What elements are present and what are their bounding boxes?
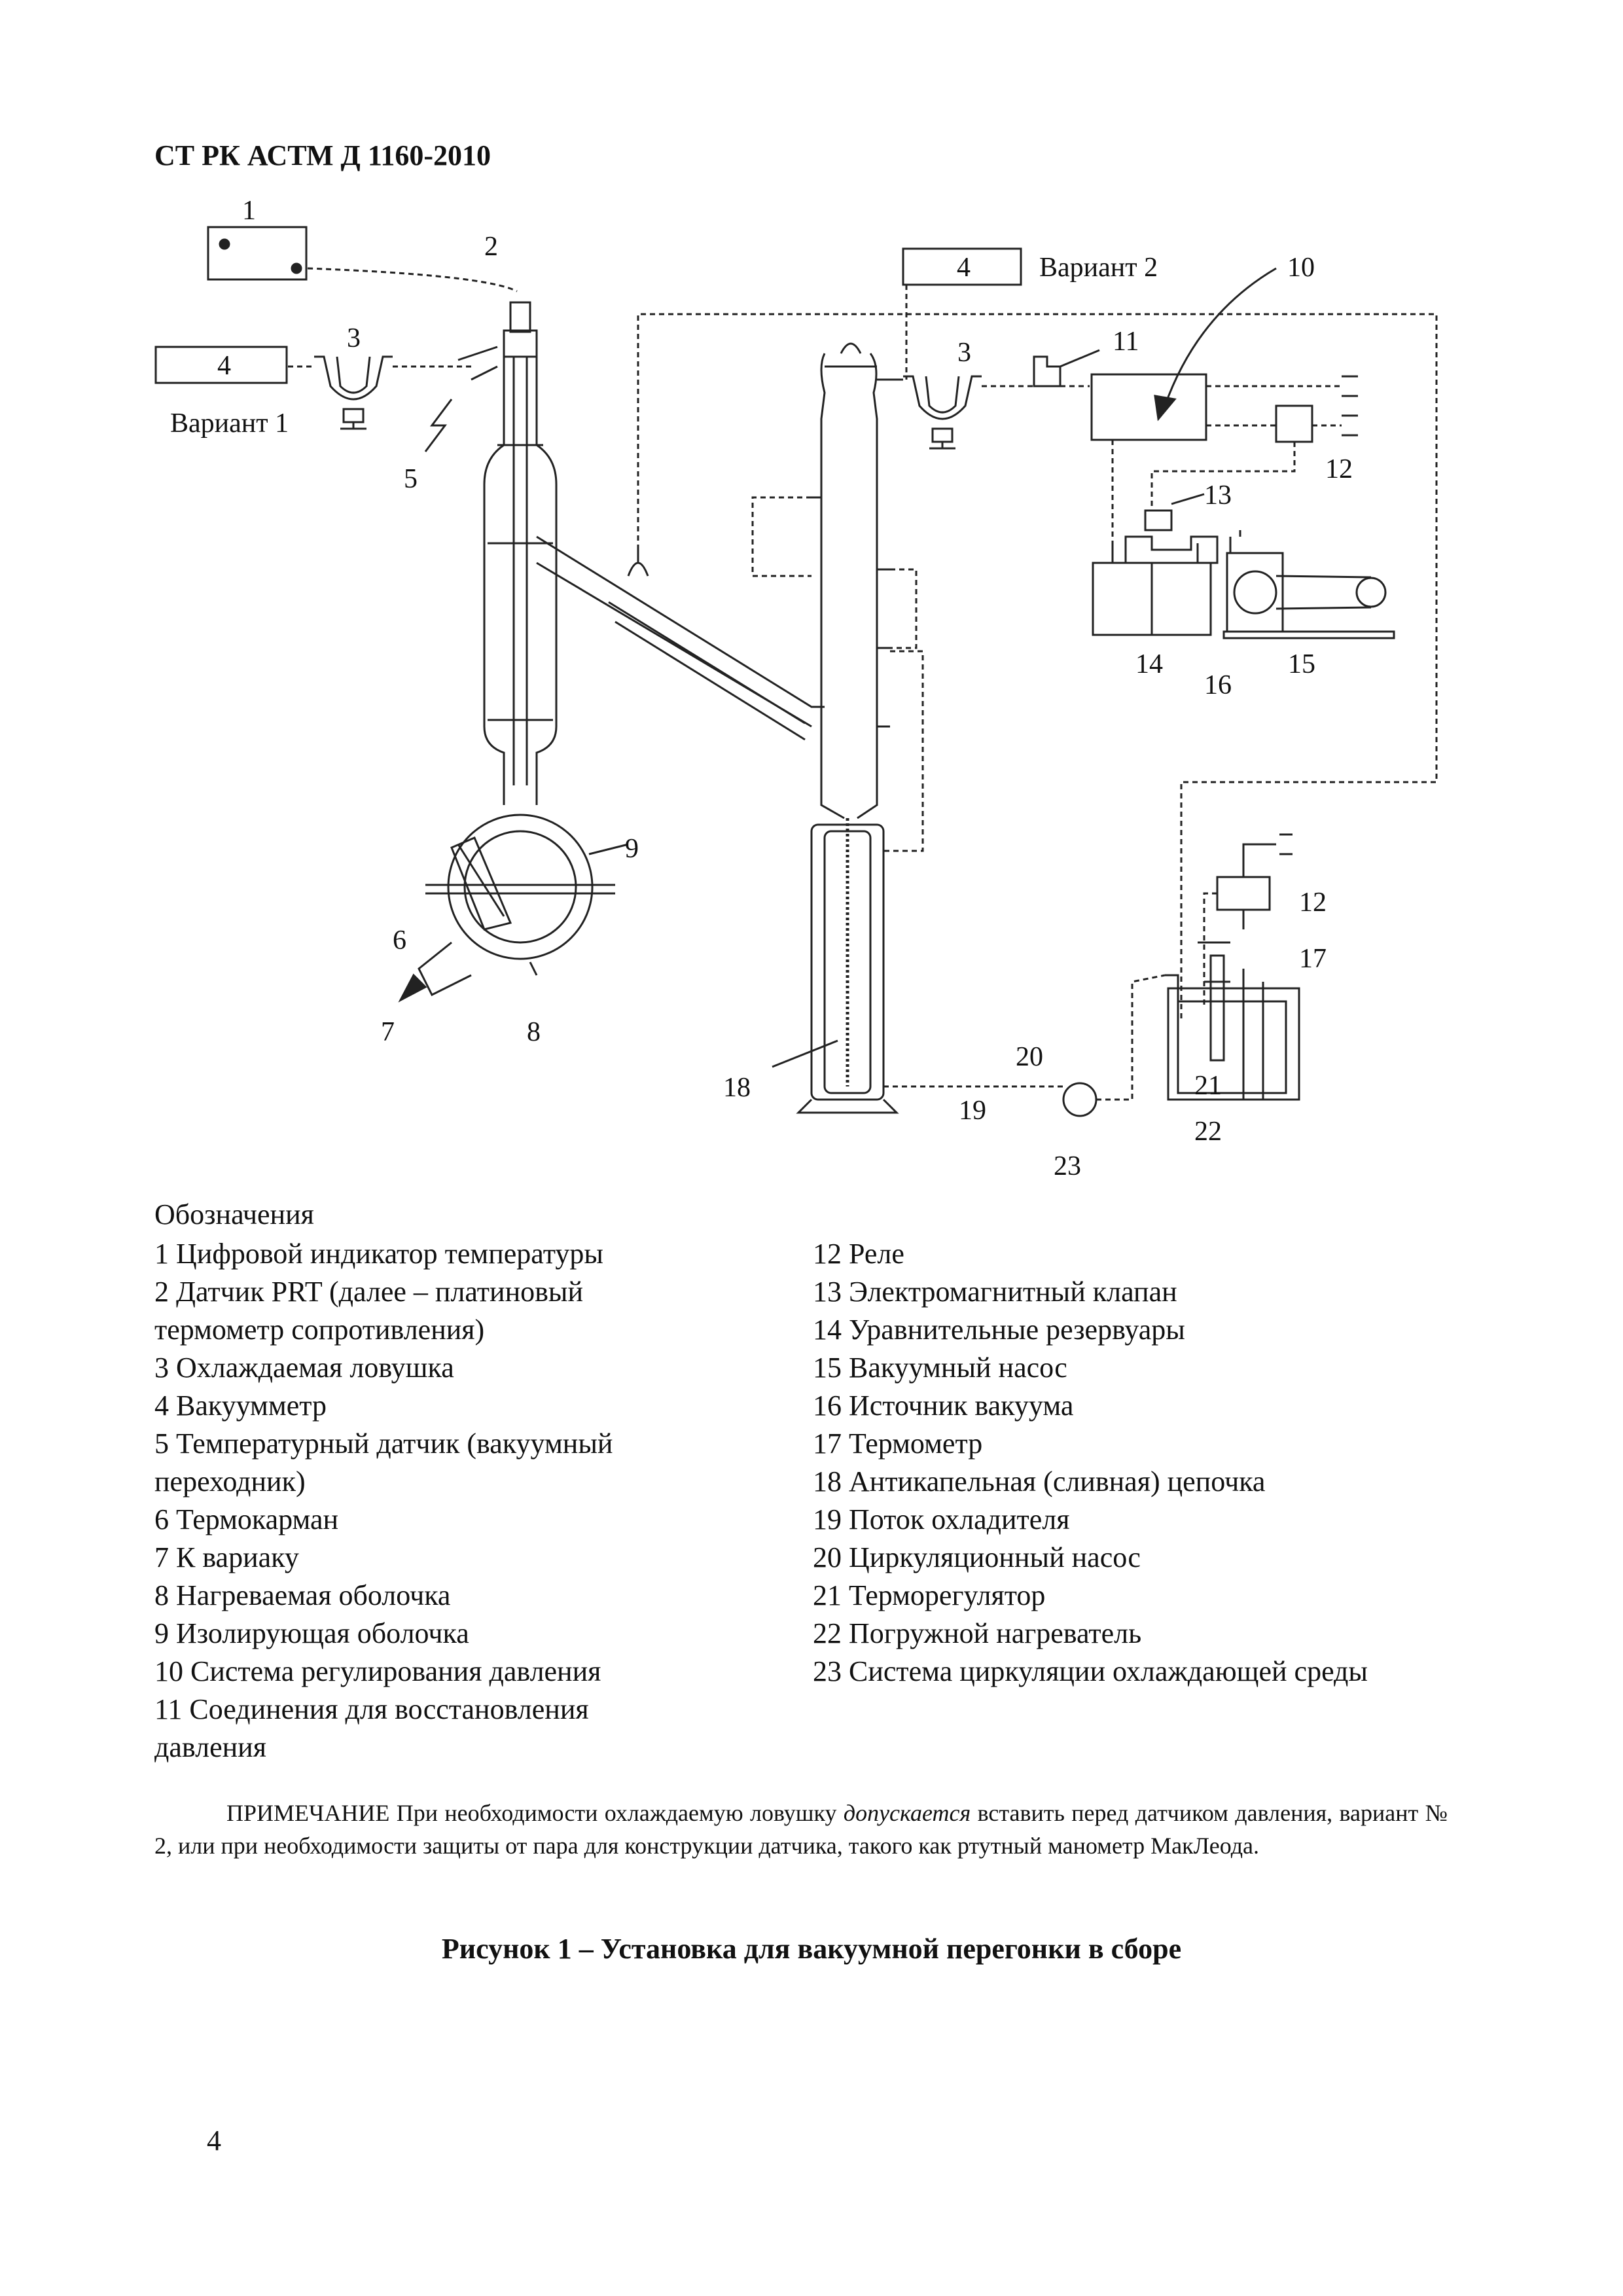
- label-14: 14: [1135, 649, 1163, 679]
- figure-caption: Рисунок 1 – Установка для вакуумной пере…: [441, 1933, 1182, 1965]
- label-11: 11: [1113, 327, 1139, 357]
- label-6: 6: [393, 925, 406, 956]
- label-4-right: 4: [957, 253, 971, 283]
- vacuum-pump: [1226, 552, 1284, 633]
- legend-item: 23 Система циркуляции охлаждающей среды: [813, 1655, 1368, 1687]
- distillation-flask: [447, 814, 594, 960]
- label-12-top: 12: [1325, 454, 1353, 484]
- cold-trap-right: [903, 375, 982, 420]
- legend-item: 12 Реле: [813, 1238, 904, 1270]
- label-16: 16: [1204, 670, 1232, 700]
- label-17: 17: [1299, 944, 1327, 974]
- label-7: 7: [381, 1017, 395, 1047]
- note-paragraph: ПРИМЕЧАНИЕ При необходимости охлаждаемую…: [154, 1797, 1448, 1862]
- legend-item: 11 Соединения для восстановления давлени…: [154, 1693, 589, 1763]
- vacuum-gauge-variant1: [154, 346, 288, 384]
- label-19: 19: [959, 1096, 986, 1126]
- label-3-left: 3: [347, 323, 361, 353]
- legend-item: 2 Датчик PRT (далее – платиновый термоме…: [154, 1276, 584, 1346]
- legend-item: 20 Циркуляционный насос: [813, 1541, 1141, 1573]
- legend-item: 10 Система регулирования давления: [154, 1655, 601, 1687]
- relay-box-2: [1216, 876, 1271, 911]
- label-9: 9: [625, 834, 639, 864]
- label-13: 13: [1204, 480, 1232, 511]
- note-prefix: ПРИМЕЧАНИЕ При необходимости охлаждаемую…: [226, 1800, 844, 1826]
- label-23: 23: [1054, 1151, 1081, 1181]
- label-22: 22: [1194, 1117, 1222, 1147]
- note-suffix: вставить перед датчиком давления, вариан…: [154, 1800, 1448, 1859]
- label-variant-2: Вариант 2: [1039, 253, 1158, 283]
- label-8: 8: [527, 1017, 541, 1047]
- label-20: 20: [1016, 1042, 1043, 1072]
- temperature-indicator: [207, 226, 308, 281]
- legend-item: 5 Температурный датчик (вакуумный перехо…: [154, 1427, 613, 1498]
- vacuum-distillation-diagram: 1 2 3 4 Вариант 1 5 4 Вариант 2 10 3 11 …: [154, 196, 1438, 1181]
- legend-item: 6 Термокарман: [154, 1503, 339, 1535]
- legend-item: 18 Антикапельная (сливная) цепочка: [813, 1465, 1266, 1498]
- label-1: 1: [242, 196, 256, 226]
- legend-right-column: 12 Реле 13 Электромагнитный клапан 14 Ур…: [813, 1235, 1467, 1691]
- legend-item: 1 Цифровой индикатор температуры: [154, 1238, 603, 1270]
- legend-item: 14 Уравнительные резервуары: [813, 1314, 1185, 1346]
- legend-item: 8 Нагреваемая оболочка: [154, 1579, 451, 1611]
- label-variant-1: Вариант 1: [170, 408, 289, 439]
- legend-title: Обозначения: [154, 1198, 314, 1230]
- legend-left-column: 1 Цифровой индикатор температуры 2 Датчи…: [154, 1235, 743, 1767]
- label-18: 18: [723, 1073, 751, 1103]
- legend-item: 22 Погружной нагреватель: [813, 1617, 1142, 1649]
- vacuum-gauge-variant2: [902, 247, 1022, 286]
- legend-item: 13 Электромагнитный клапан: [813, 1276, 1177, 1308]
- relay-box: [1275, 404, 1313, 443]
- legend-item: 3 Охлаждаемая ловушка: [154, 1352, 454, 1384]
- legend-item: 17 Термометр: [813, 1427, 983, 1460]
- legend-item: 4 Вакуумметр: [154, 1390, 327, 1422]
- legend-item: 21 Терморегулятор: [813, 1579, 1046, 1611]
- label-4-left: 4: [217, 351, 231, 381]
- label-21: 21: [1194, 1071, 1222, 1101]
- legend-item: 7 К вариаку: [154, 1541, 299, 1573]
- thermostat-bath: [1167, 987, 1300, 1101]
- legend-item: 19 Поток охладителя: [813, 1503, 1070, 1535]
- legend-item: 15 Вакуумный насос: [813, 1352, 1067, 1384]
- document-header: СТ РК АСТМ Д 1160-2010: [154, 139, 491, 171]
- legend-item: 9 Изолирующая оболочка: [154, 1617, 469, 1649]
- label-12-bottom: 12: [1299, 888, 1327, 918]
- pressure-control-box: [1090, 373, 1207, 441]
- cold-trap-left: [314, 355, 393, 401]
- page-number: 4: [207, 2125, 221, 2157]
- label-2: 2: [484, 232, 498, 262]
- label-10: 10: [1287, 253, 1315, 283]
- label-3-right: 3: [957, 338, 971, 368]
- label-15: 15: [1288, 649, 1315, 679]
- thermometer: [1209, 954, 1225, 1062]
- label-5: 5: [404, 464, 418, 494]
- note-italic: допускается: [843, 1800, 971, 1826]
- legend-item: 16 Источник вакуума: [813, 1390, 1074, 1422]
